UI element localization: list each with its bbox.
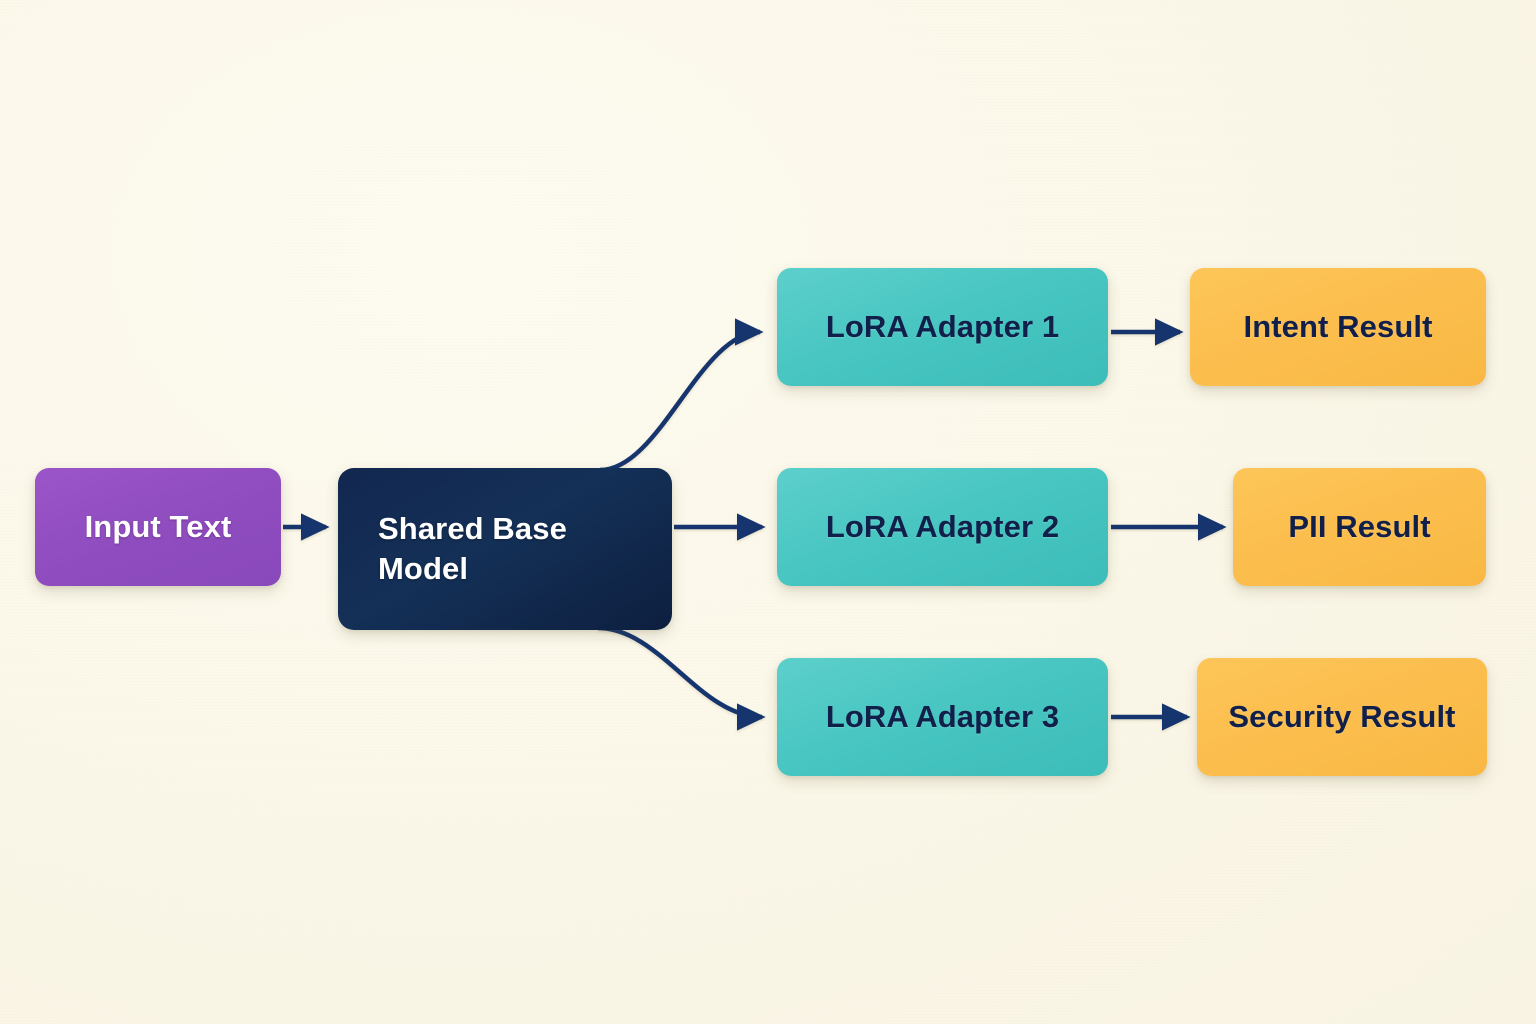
node-intent-result[interactable]: Intent Result (1190, 268, 1486, 386)
node-lora-adapter-3[interactable]: LoRA Adapter 3 (777, 658, 1108, 776)
node-input-text-label: Input Text (84, 509, 232, 545)
node-lora-adapter-2[interactable]: LoRA Adapter 2 (777, 468, 1108, 586)
node-lora-adapter-3-label: LoRA Adapter 3 (825, 699, 1060, 735)
node-lora-adapter-2-label: LoRA Adapter 2 (825, 509, 1060, 545)
node-pii-result[interactable]: PII Result (1233, 468, 1486, 586)
node-security-result[interactable]: Security Result (1197, 658, 1487, 776)
node-pii-result-label: PII Result (1288, 509, 1431, 545)
node-lora-adapter-1[interactable]: LoRA Adapter 1 (777, 268, 1108, 386)
node-security-result-label: Security Result (1228, 699, 1456, 735)
node-shared-base-model-label: Shared Base Model (378, 511, 567, 586)
node-intent-result-label: Intent Result (1243, 309, 1433, 345)
node-lora-adapter-1-label: LoRA Adapter 1 (825, 309, 1060, 345)
edge-base-to-adapter1 (599, 318, 764, 473)
edge-base-to-adapter3 (597, 625, 766, 731)
node-input-text[interactable]: Input Text (35, 468, 281, 586)
node-shared-base-model[interactable]: Shared Base Model (338, 468, 672, 630)
